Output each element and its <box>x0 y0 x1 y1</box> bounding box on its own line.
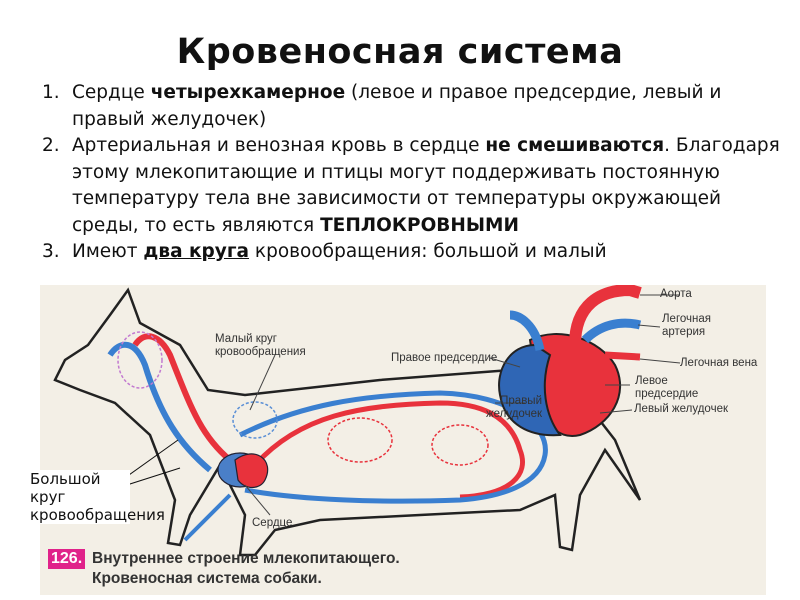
item-text: (левое и правое предсердие, левый и прав… <box>72 82 722 130</box>
label-heart: Сердце <box>252 517 293 529</box>
aorta-vessel <box>569 285 642 346</box>
label-right-ventricle: Правый желудочек <box>485 395 542 420</box>
caption-number: 126. <box>48 549 86 569</box>
facts-list: 1. Сердце четырехкамерное (левое и правое… <box>42 80 782 266</box>
figure-caption: 126. Внутреннее строение млекопитающего.… <box>48 549 476 591</box>
dog-circulation-figure: Малый круг кровообращения Сердце Правое … <box>40 285 766 595</box>
pulmonary-vein-vessel <box>604 351 641 361</box>
heart-right <box>498 343 562 437</box>
pointer-line <box>249 354 276 411</box>
item-text: Артериальная и венозная кровь в сердце <box>72 135 486 156</box>
label-pulmonary-vein: Легочная вена <box>680 357 758 369</box>
item-number: 1. <box>42 82 60 103</box>
label-right-atrium: Правое предсердие <box>391 352 498 364</box>
item-text: кровообращения: большой и малый <box>249 241 607 262</box>
heart-diagram <box>498 285 642 437</box>
pointer-line <box>637 324 661 328</box>
pulmonary-artery-vessel <box>581 318 642 344</box>
caption-line: Кровеносная система собаки. <box>92 570 322 587</box>
capillary-lungs <box>232 401 278 439</box>
vein-path <box>183 493 232 542</box>
label-aorta: Аорта <box>660 288 692 300</box>
capillary-head <box>117 331 163 389</box>
item-bold: четырехкамерное <box>150 82 346 103</box>
item-bold: два круга <box>143 241 250 262</box>
item-text: . Благодаря этому млекопитающие и птицы … <box>72 135 780 236</box>
pointer-line <box>639 358 681 364</box>
page-title: Кровеносная система <box>176 32 624 72</box>
label-left-ventricle: Левый желудочек <box>634 403 728 415</box>
label-pulmonary-artery: Легочная артерия <box>662 313 711 338</box>
item-bold: ТЕПЛОКРОВНЫМИ <box>320 214 519 236</box>
item-text: Сердце <box>72 82 151 103</box>
artery-path <box>132 333 232 463</box>
label-left-atrium: Левое предсердие <box>635 375 699 400</box>
artery-path <box>253 400 525 500</box>
vein-path <box>107 341 212 473</box>
pointer-line <box>244 484 271 516</box>
pointer-line <box>599 409 633 414</box>
large-circle-label: Большой круг кровообращения <box>30 470 165 524</box>
item-text: Имеют <box>72 241 144 262</box>
capillary-body <box>327 417 393 463</box>
list-item: 2. Артериальная и венозная кровь в сердце… <box>42 133 782 239</box>
item-bold: не смешиваются <box>485 135 665 156</box>
list-item: 3. Имеют два круга кровообращения: большо… <box>42 239 782 266</box>
vena-vessel <box>509 310 545 352</box>
capillary-organs <box>431 424 489 466</box>
list-item: 1. Сердце четырехкамерное (левое и правое… <box>42 80 782 133</box>
vein-path <box>238 390 548 504</box>
caption-text: Внутреннее строение млекопитающего. Кров… <box>92 549 400 589</box>
label-small-circle: Малый круг кровообращения <box>215 333 306 358</box>
item-number: 3. <box>42 241 60 262</box>
item-number: 2. <box>42 135 60 156</box>
pointer-line <box>489 357 521 368</box>
dog-outline <box>53 287 642 557</box>
caption-line: Внутреннее строение млекопитающего. <box>92 550 400 567</box>
dog-circulation-drawing <box>53 285 681 557</box>
heart-shape <box>234 453 269 489</box>
